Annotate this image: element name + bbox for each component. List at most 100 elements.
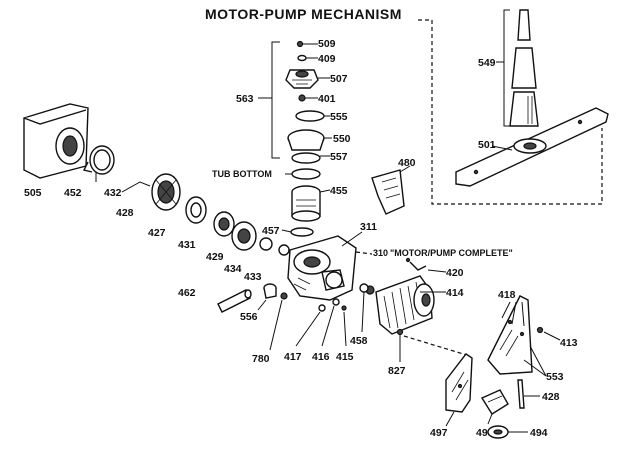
label-434: 434	[224, 263, 242, 275]
label-827: 827	[388, 365, 406, 377]
part-480-cover	[371, 169, 405, 215]
label-418: 418	[498, 289, 516, 301]
label-401: 401	[318, 93, 336, 105]
part-433-washer	[278, 244, 290, 256]
label-458: 458	[350, 335, 368, 347]
label-432: 432	[104, 187, 122, 199]
part-780-screw	[280, 292, 288, 300]
leader-lines-upper	[303, 43, 332, 157]
part-motor	[365, 275, 435, 335]
part-494-pad	[487, 425, 509, 439]
part-bracket-assembly	[487, 295, 544, 375]
part-555-ring	[295, 110, 325, 122]
part-458-washer	[359, 283, 369, 293]
leader-497	[445, 411, 455, 427]
note-tub-bottom: TUB BOTTOM	[212, 169, 272, 179]
bracket-563	[258, 41, 280, 159]
part-tub-bottom-gasket	[291, 168, 321, 180]
label-428-lower: 428	[542, 391, 560, 403]
part-556-bushing	[263, 283, 277, 299]
label-480: 480	[398, 157, 416, 169]
label-427: 427	[148, 227, 166, 239]
label-556: 556	[240, 311, 258, 323]
label-452: 452	[64, 187, 82, 199]
leader-501	[491, 145, 513, 151]
leader-418	[501, 301, 525, 327]
leader-417-416-415	[295, 305, 347, 347]
leader-311	[341, 231, 363, 247]
label-494: 494	[530, 427, 548, 439]
label-310: 310	[373, 248, 388, 258]
label-455: 455	[330, 185, 348, 197]
label-457: 457	[262, 225, 280, 237]
part-462-tube	[217, 289, 252, 313]
part-827-screw	[396, 328, 404, 336]
label-428-upper: 428	[116, 207, 134, 219]
leader-458	[361, 291, 365, 333]
label-415: 415	[336, 351, 354, 363]
label-416: 416	[312, 351, 330, 363]
label-780: 780	[252, 353, 270, 365]
part-550-cup	[287, 129, 325, 151]
diagram-title: MOTOR-PUMP MECHANISM	[205, 6, 402, 22]
leader-780	[269, 299, 283, 351]
label-462: 462	[178, 287, 196, 299]
label-497: 497	[430, 427, 448, 439]
part-428-impeller	[151, 173, 181, 211]
label-507: 507	[330, 73, 348, 85]
part-507-impeller	[285, 69, 319, 89]
label-553: 553	[546, 371, 564, 383]
leader-493	[487, 413, 493, 425]
part-415-screw	[341, 305, 347, 311]
leader-455	[319, 189, 331, 193]
label-433: 433	[244, 271, 262, 283]
label-550: 550	[333, 133, 351, 145]
note-motor-pump-complete: "MOTOR/PUMP COMPLETE"	[390, 248, 513, 258]
label-505: 505	[24, 187, 42, 199]
leader-556	[257, 299, 267, 311]
part-401-nut	[298, 94, 306, 102]
label-420: 420	[446, 267, 464, 279]
part-417-nut	[318, 304, 326, 312]
leader-413	[543, 331, 561, 341]
label-557: 557	[330, 151, 348, 163]
part-509-screw	[296, 40, 304, 48]
motor-to-bracket-dashed	[403, 335, 471, 357]
assembly-dashed-outline	[418, 19, 603, 205]
part-452-clamp	[82, 145, 115, 175]
part-428-pin	[517, 379, 525, 409]
part-429-impeller	[231, 221, 257, 251]
leader-457	[281, 229, 292, 233]
part-455-sleeve	[291, 185, 321, 222]
part-457-seal	[290, 227, 314, 237]
leader-553	[523, 345, 547, 377]
label-555: 555	[330, 111, 348, 123]
part-505-filter-housing	[23, 103, 89, 179]
leader-420	[427, 269, 447, 273]
leader-432	[121, 181, 151, 193]
part-431-ring	[213, 211, 235, 237]
part-549-spray-tower	[509, 9, 539, 127]
label-429: 429	[206, 251, 224, 263]
label-409: 409	[318, 53, 336, 65]
bracket-549	[496, 9, 510, 127]
part-557-housing	[291, 152, 321, 164]
leader-310	[355, 251, 373, 255]
part-434-bushing	[259, 237, 273, 251]
label-501: 501	[478, 139, 496, 151]
label-549: 549	[478, 57, 496, 69]
label-563: 563	[236, 93, 254, 105]
part-501-spray-arm	[455, 107, 609, 187]
label-417: 417	[284, 351, 302, 363]
label-414: 414	[446, 287, 464, 299]
label-509: 509	[318, 38, 336, 50]
label-431: 431	[178, 239, 196, 251]
leader-480	[399, 165, 411, 173]
part-416-washer	[332, 298, 340, 306]
part-311-pump-housing	[287, 235, 357, 301]
part-493-clip	[480, 389, 509, 415]
label-413: 413	[560, 337, 578, 349]
part-497-mount	[445, 353, 473, 413]
part-427-seal	[185, 196, 207, 224]
